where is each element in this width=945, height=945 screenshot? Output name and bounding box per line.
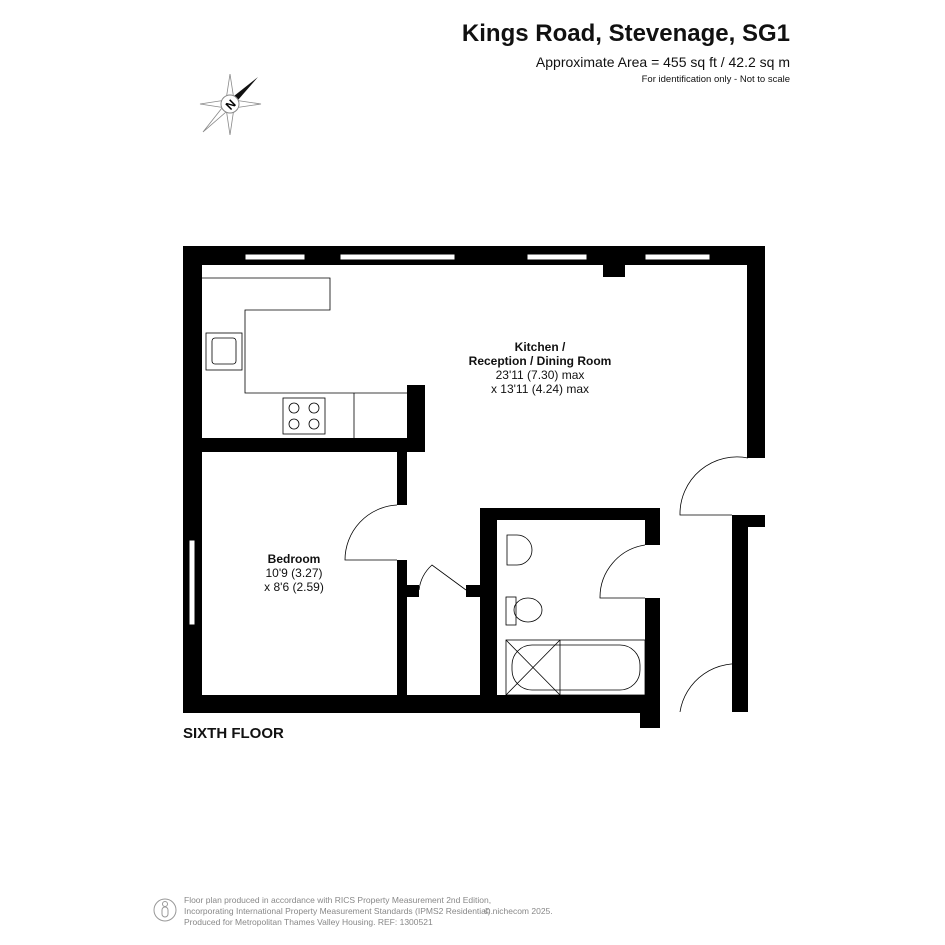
room-dimension: x 13'11 (4.24) max [490,382,590,396]
room-name: Kitchen / [514,340,566,354]
fixtures [202,277,749,713]
walls [183,246,765,728]
room-dimension: 23'11 (7.30) max [495,368,585,382]
compass-icon: N [199,73,262,136]
room-label-kitchen: Kitchen / Reception / Dining Room 23'11 … [440,340,640,396]
approximate-area: Approximate Area = 455 sq ft / 42.2 sq m [535,54,790,70]
footer-line: Produced for Metropolitan Thames Valley … [184,917,433,927]
windows [188,253,711,626]
floor-label: SIXTH FLOOR [183,725,284,742]
footer-line: Incorporating International Property Mea… [184,906,493,916]
room-name: Reception / Dining Room [468,354,612,368]
footer-text: Floor plan produced in accordance with R… [184,895,493,928]
copyright: © nichecom 2025. [484,906,553,916]
property-title: Kings Road, Stevenage, SG1 [461,20,790,47]
rics-logo-icon [153,898,177,922]
footer-line: Floor plan produced in accordance with R… [184,895,492,905]
room-name: Bedroom [267,552,321,566]
room-dimension: x 8'6 (2.59) [264,580,324,594]
room-dimension: 10'9 (3.27) [265,566,323,580]
room-label-bedroom: Bedroom 10'9 (3.27) x 8'6 (2.59) [234,552,354,594]
scale-note: For identification only - Not to scale [641,74,790,85]
